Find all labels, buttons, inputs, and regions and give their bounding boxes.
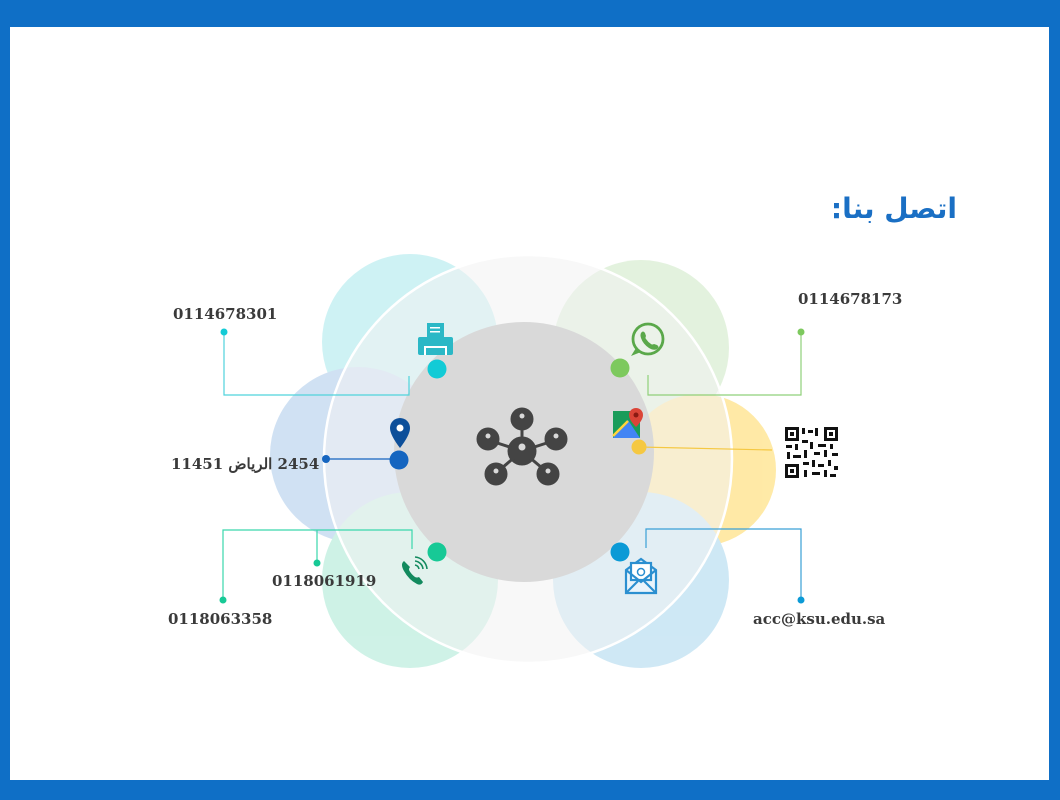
maps-dot: [631, 439, 647, 455]
whatsapp-icon: [631, 322, 665, 356]
email-address[interactable]: acc@ksu.edu.sa: [753, 610, 886, 628]
location-pin-icon: [390, 418, 410, 448]
phone-icon: [402, 556, 428, 585]
phone-dot: [427, 542, 447, 562]
whatsapp-connector: [647, 332, 802, 396]
qr-code-icon: [785, 427, 838, 478]
phone-number-1: 0118061919: [272, 572, 377, 590]
network-icon: [476, 407, 568, 486]
postal-address: 2454 الرياض 11451: [171, 455, 320, 473]
whatsapp-dot: [610, 358, 630, 378]
email-icon: [624, 557, 658, 595]
phone-number-2: 0118063358: [168, 610, 273, 628]
google-maps-icon: [612, 408, 643, 438]
email-connector: [645, 528, 802, 600]
fax-connector: [223, 332, 410, 396]
email-dot: [610, 542, 630, 562]
printer-icon: [418, 323, 453, 355]
fax-dot: [427, 359, 447, 379]
page-title: اتصل بنا:: [830, 192, 957, 225]
whatsapp-number: 0114678173: [798, 290, 903, 308]
qr-connector: [638, 446, 773, 451]
fax-number: 0114678301: [173, 305, 278, 323]
phone-connector: [222, 529, 413, 600]
location-dot: [389, 450, 409, 470]
